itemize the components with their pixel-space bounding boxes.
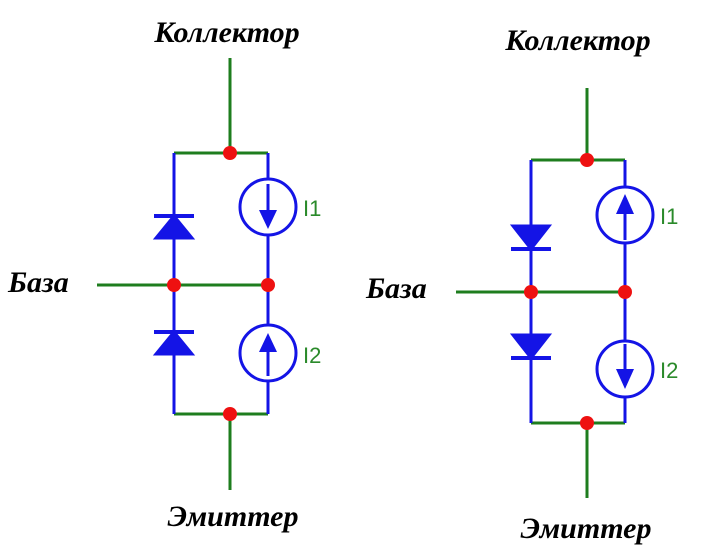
left-source-top-circle bbox=[238, 177, 298, 237]
left-source-bottom-label: I2 bbox=[303, 343, 321, 368]
left-diode-upper-triangle bbox=[152, 213, 196, 240]
right-diode-upper-triangle bbox=[509, 224, 553, 252]
right-emitter-label: Эмиттер bbox=[521, 512, 652, 545]
right-circuit: Коллектор База Эмиттер bbox=[365, 24, 678, 545]
left-diode-lower-triangle bbox=[152, 329, 196, 356]
right-nodes bbox=[524, 153, 632, 430]
right-diode-lower bbox=[509, 333, 553, 361]
left-node-base-diode bbox=[167, 278, 181, 292]
left-source-bottom: I2 bbox=[238, 323, 321, 383]
left-node-emitter bbox=[223, 407, 237, 421]
left-source-top-arrow-icon bbox=[259, 210, 277, 229]
left-circuit: Коллектор База Эмиттер bbox=[7, 16, 321, 533]
right-source-bottom: I2 bbox=[595, 339, 678, 399]
right-collector-label: Коллектор bbox=[504, 24, 650, 57]
right-source-bottom-label: I2 bbox=[660, 358, 678, 383]
left-source-top-label: I1 bbox=[303, 196, 321, 221]
left-node-collector bbox=[223, 146, 237, 160]
right-source-bottom-circle bbox=[595, 339, 655, 399]
right-source-bottom-arrow-icon bbox=[616, 369, 634, 389]
left-diode-upper bbox=[152, 213, 196, 240]
left-green-wires bbox=[97, 58, 268, 490]
left-nodes bbox=[167, 146, 275, 421]
right-source-top-label: I1 bbox=[660, 204, 678, 229]
left-node-base-source bbox=[261, 278, 275, 292]
left-diode-lower bbox=[152, 329, 196, 356]
right-node-base-diode bbox=[524, 285, 538, 299]
right-diode-lower-triangle bbox=[509, 333, 553, 361]
left-source-bottom-circle bbox=[238, 323, 298, 383]
left-source-top: I1 bbox=[238, 177, 321, 237]
right-source-top-circle bbox=[595, 185, 655, 245]
right-source-top-arrow-icon bbox=[616, 194, 634, 214]
right-node-base-source bbox=[618, 285, 632, 299]
right-green-wires bbox=[456, 88, 625, 498]
left-emitter-label: Эмиттер bbox=[168, 500, 299, 533]
right-diode-upper bbox=[509, 224, 553, 252]
right-base-label: База bbox=[365, 272, 427, 305]
left-collector-label: Коллектор bbox=[153, 16, 299, 49]
right-source-top: I1 bbox=[595, 185, 678, 245]
left-source-bottom-arrow-icon bbox=[259, 333, 277, 352]
left-base-label: База bbox=[7, 266, 69, 299]
right-node-collector bbox=[580, 153, 594, 167]
right-node-emitter bbox=[580, 416, 594, 430]
